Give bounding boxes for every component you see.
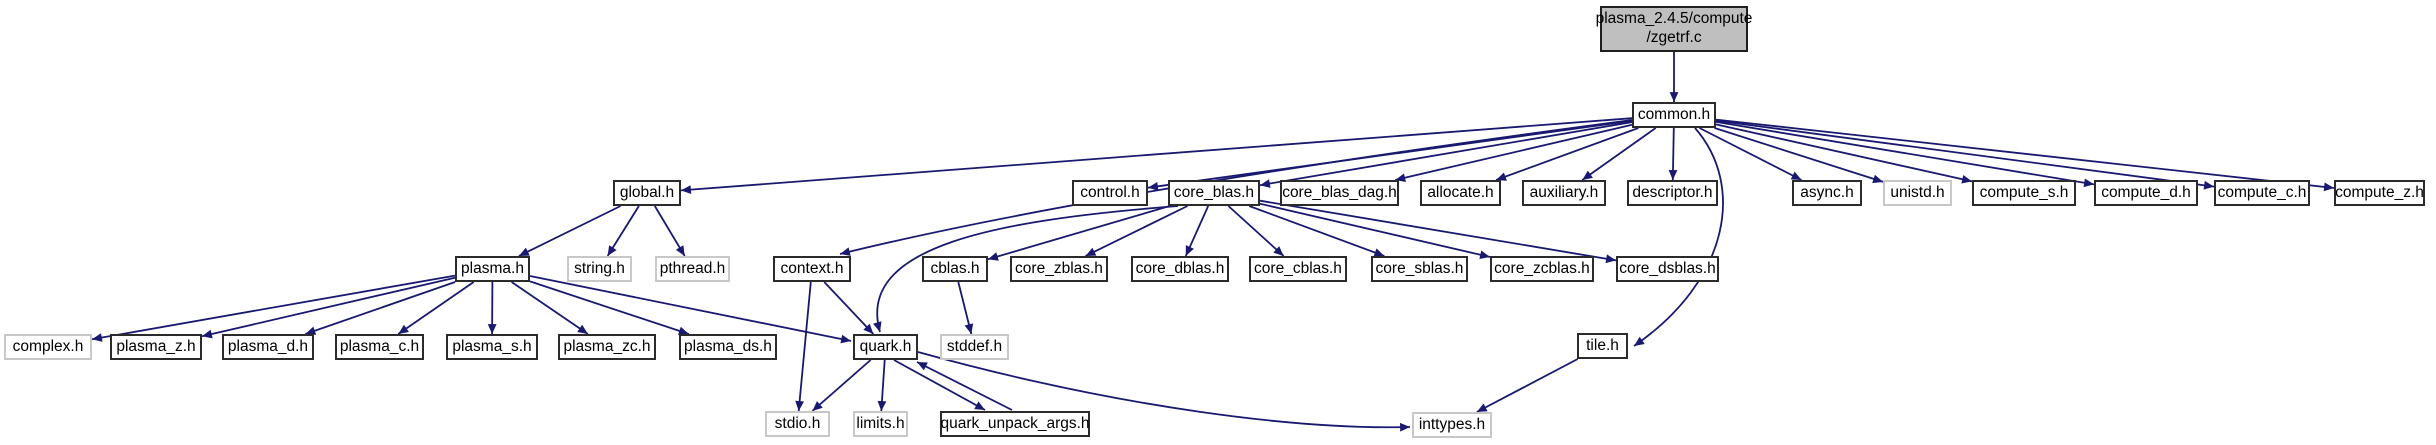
- node-stddef-h: stddef.h: [940, 334, 1009, 360]
- node-core-dsblas-h[interactable]: core_dsblas.h: [1616, 256, 1719, 282]
- edge-core-blas-h-to-core-dsblas-h: [1259, 199, 1617, 264]
- edge-core-blas-h-to-core-dblas-h: [1184, 205, 1210, 257]
- node-string-h: string.h: [567, 256, 632, 282]
- node-context-h[interactable]: context.h: [773, 256, 851, 282]
- node-descriptor-h[interactable]: descriptor.h: [1627, 180, 1718, 206]
- node-cblas-h[interactable]: cblas.h: [922, 256, 988, 282]
- node-plasma-c-h[interactable]: plasma_c.h: [335, 334, 424, 360]
- edge-global-h-to-string-h: [606, 205, 640, 257]
- node-tile-h[interactable]: tile.h: [1577, 333, 1628, 359]
- node-stdio-h: stdio.h: [765, 411, 830, 437]
- edge-common-h-to-compute-z-h: [1715, 118, 2335, 192]
- edge-plasma-h-to-plasma-z-h: [201, 276, 456, 339]
- node-compute-z-h[interactable]: compute_z.h: [2334, 180, 2425, 206]
- node-global-h[interactable]: global.h: [613, 180, 681, 206]
- edge-core-blas-h-to-core-zcblas-h: [1259, 202, 1491, 260]
- node-inttypes-h: inttypes.h: [1412, 412, 1492, 438]
- edge-common-h-to-unistd-h: [1714, 127, 1884, 184]
- edge-common-h-to-tile-h: [1633, 127, 1724, 347]
- edge-common-h-to-global-h: [680, 117, 1633, 195]
- edge-quark-unpack-args-h-to-quark-h: [916, 361, 1013, 411]
- node-core-zblas-h[interactable]: core_zblas.h: [1010, 256, 1108, 282]
- node-plasma-h[interactable]: plasma.h: [455, 256, 530, 282]
- edge-tile-h-to-inttypes-h: [1476, 358, 1579, 413]
- edge-core-blas-h-to-core-cblas-h: [1227, 205, 1285, 257]
- edge-core-blas-h-to-core-sblas-h: [1248, 205, 1385, 257]
- edge-common-h-to-async-h: [1699, 127, 1802, 181]
- edge-context-h-to-quark-h: [823, 281, 874, 335]
- edge-global-h-to-plasma-h: [518, 205, 621, 257]
- node-async-h[interactable]: async.h: [1792, 180, 1862, 206]
- node-core-cblas-h[interactable]: core_cblas.h: [1249, 256, 1347, 282]
- edge-cblas-h-to-stddef-h: [957, 281, 974, 335]
- node-common-h[interactable]: common.h: [1632, 102, 1716, 128]
- edge-plasma-h-to-plasma-c-h: [397, 281, 475, 335]
- node-auxiliary-h[interactable]: auxiliary.h: [1522, 180, 1606, 206]
- edge-plasma-h-to-plasma-d-h: [305, 281, 456, 335]
- edge-common-h-to-descriptor-h: [1668, 127, 1678, 181]
- node-complex-h: complex.h: [4, 334, 92, 360]
- node-quark-unpack-args-h[interactable]: quark_unpack_args.h: [940, 411, 1090, 437]
- node-plasma-s-h[interactable]: plasma_s.h: [446, 334, 538, 360]
- node-compute-c-h[interactable]: compute_c.h: [2214, 180, 2310, 206]
- node-core-sblas-h[interactable]: core_sblas.h: [1371, 256, 1468, 282]
- edge-common-h-to-core-blas-h: [1259, 121, 1633, 188]
- node-quark-h[interactable]: quark.h: [853, 334, 918, 360]
- edge-quark-h-to-inttypes-h: [917, 351, 1411, 432]
- edge-common-h-to-auxiliary-h: [1581, 127, 1657, 181]
- edge-plasma-h-to-plasma-zc-h: [511, 281, 589, 335]
- edge-context-h-to-stdio-h: [795, 281, 812, 412]
- edge-plasma-h-to-quark-h: [529, 275, 852, 344]
- edge-plasma-h-to-complex-h: [91, 274, 456, 342]
- edge-quark-h-to-limits-h: [877, 359, 887, 412]
- node-core-blas-h[interactable]: core_blas.h: [1168, 180, 1260, 206]
- node-plasma-d-h[interactable]: plasma_d.h: [222, 334, 314, 360]
- node-limits-h: limits.h: [853, 411, 908, 437]
- node-plasma-z-h[interactable]: plasma_z.h: [110, 334, 202, 360]
- node-compute-d-h[interactable]: compute_d.h: [2094, 180, 2198, 206]
- edge-core-blas-h-to-core-zblas-h: [1085, 205, 1188, 257]
- node-core-zcblas-h[interactable]: core_zcblas.h: [1490, 256, 1594, 282]
- node-pthread-h: pthread.h: [655, 256, 730, 282]
- edge-common-h-to-allocate-h: [1495, 127, 1639, 181]
- edge-quark-h-to-stdio-h: [811, 359, 872, 412]
- node-core-dblas-h[interactable]: core_dblas.h: [1131, 256, 1229, 282]
- node-allocate-h[interactable]: allocate.h: [1420, 180, 1501, 206]
- node-plasma-zc-h[interactable]: plasma_zc.h: [558, 334, 656, 360]
- edge-core-blas-h-to-quark-h: [873, 205, 1179, 333]
- edge-quark-h-to-quark-unpack-args-h: [893, 359, 986, 411]
- node-unistd-h: unistd.h: [1883, 180, 1952, 206]
- node-control-h[interactable]: control.h: [1072, 180, 1148, 206]
- edge-common-h-to-compute-c-h: [1715, 119, 2215, 190]
- edge-common-h-to-core-blas-dag-h: [1395, 123, 1633, 183]
- edge-plasma-h-to-plasma-ds-h: [529, 280, 690, 336]
- node-zgetrf-c[interactable]: plasma_2.4.5/compute /zgetrf.c: [1596, 6, 1752, 52]
- edge-core-blas-h-to-cblas-h: [987, 205, 1170, 261]
- edge-common-h-to-compute-d-h: [1715, 121, 2095, 188]
- node-plasma-ds-h[interactable]: plasma_ds.h: [679, 334, 777, 360]
- node-core-blas-dag-h[interactable]: core_blas_dag.h: [1280, 180, 1399, 206]
- edge-global-h-to-pthread-h: [654, 205, 686, 257]
- node-compute-s-h[interactable]: compute_s.h: [1972, 180, 2076, 206]
- edge-common-h-to-compute-s-h: [1715, 123, 1973, 184]
